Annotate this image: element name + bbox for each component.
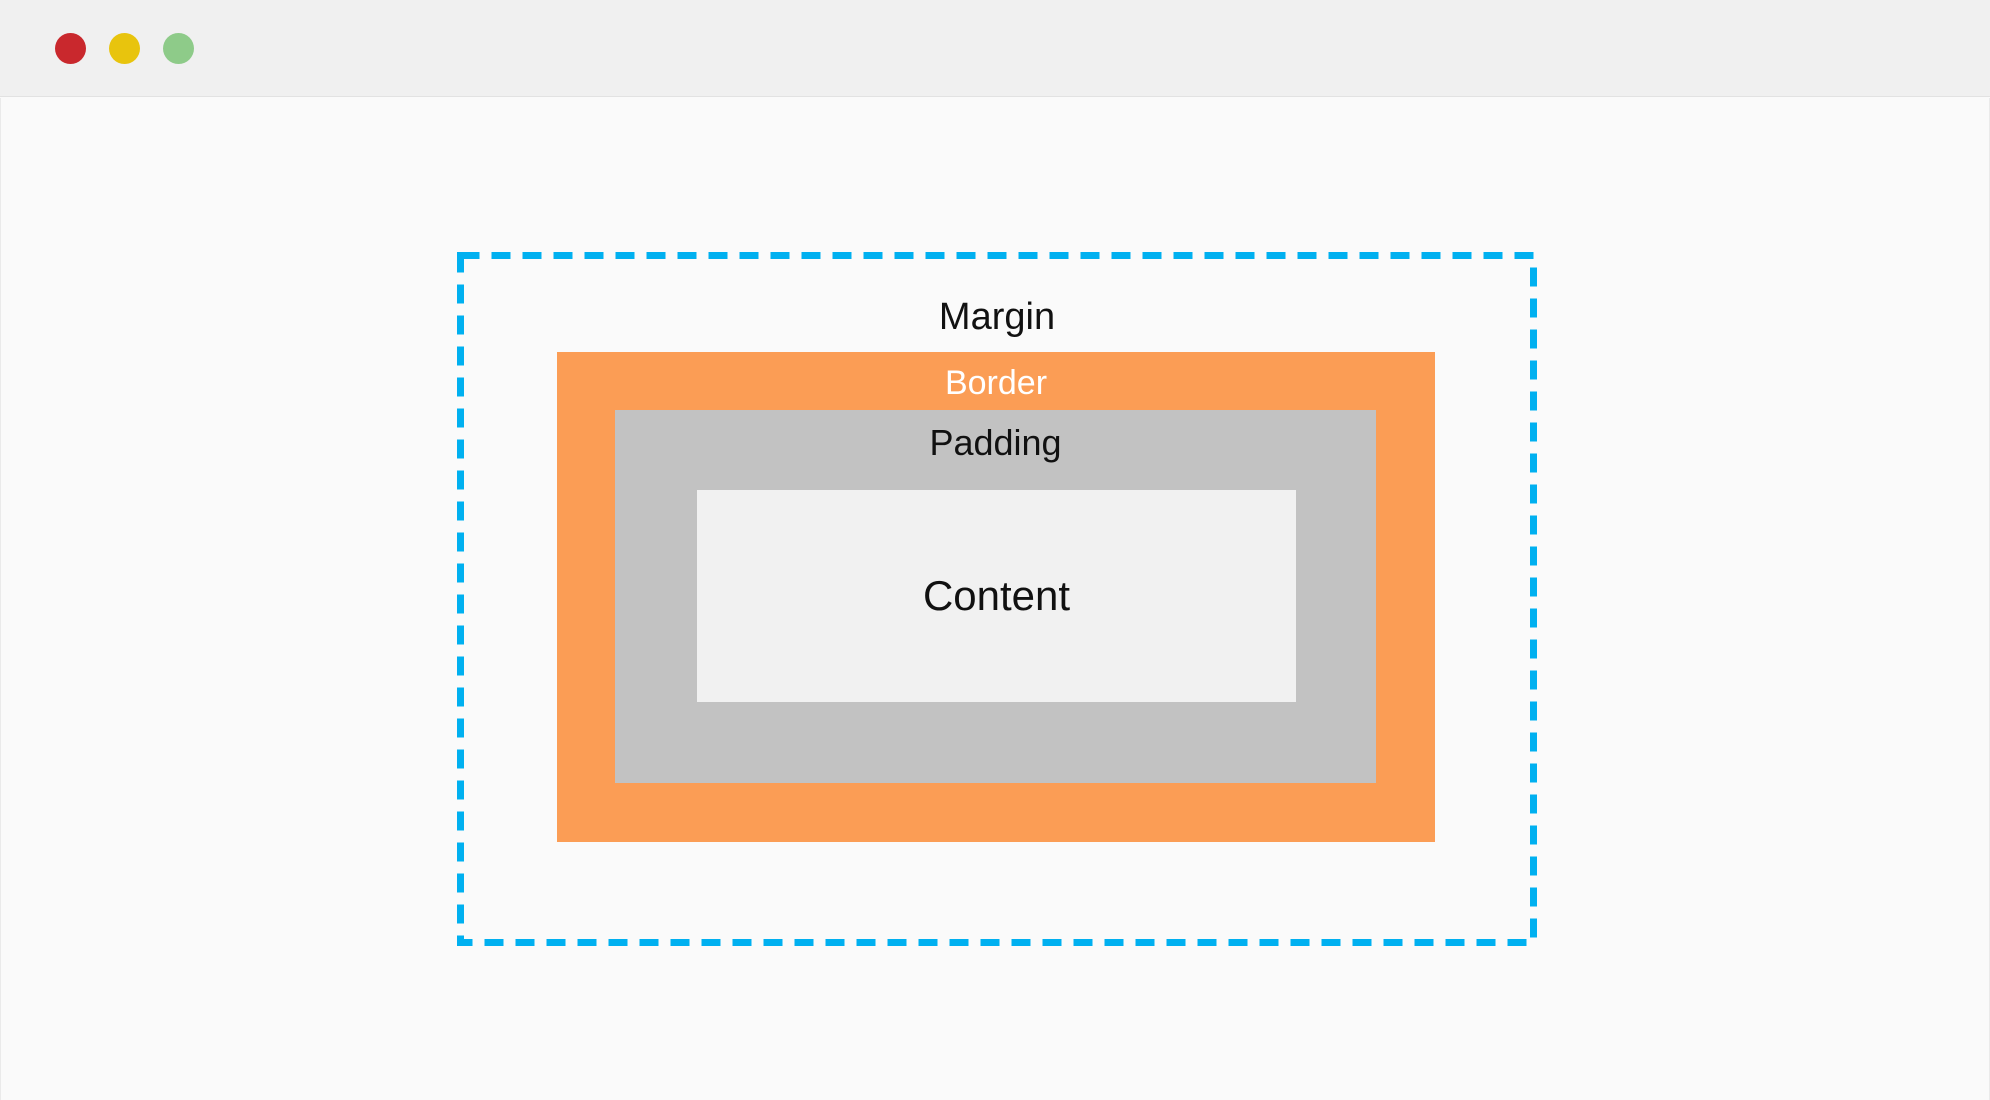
window-titlebar (0, 0, 1990, 97)
content-layer: Content (697, 490, 1296, 702)
maximize-window-icon[interactable] (163, 33, 194, 64)
css-box-model-diagram: Margin Border Padding Content (457, 252, 1537, 946)
minimize-window-icon[interactable] (109, 33, 140, 64)
padding-label: Padding (929, 422, 1062, 463)
border-label: Border (944, 364, 1048, 402)
margin-layer: Margin Border Padding Content (457, 252, 1537, 946)
margin-label: Margin (938, 296, 1056, 338)
border-layer: Border Padding Content (557, 352, 1435, 842)
content-label: Content (922, 572, 1071, 619)
page-canvas: Margin Border Padding Content (0, 98, 1990, 1100)
window-controls (55, 33, 194, 64)
padding-layer: Padding Content (615, 410, 1376, 783)
close-window-icon[interactable] (55, 33, 86, 64)
margin-dashed-outline-icon (457, 252, 1537, 946)
